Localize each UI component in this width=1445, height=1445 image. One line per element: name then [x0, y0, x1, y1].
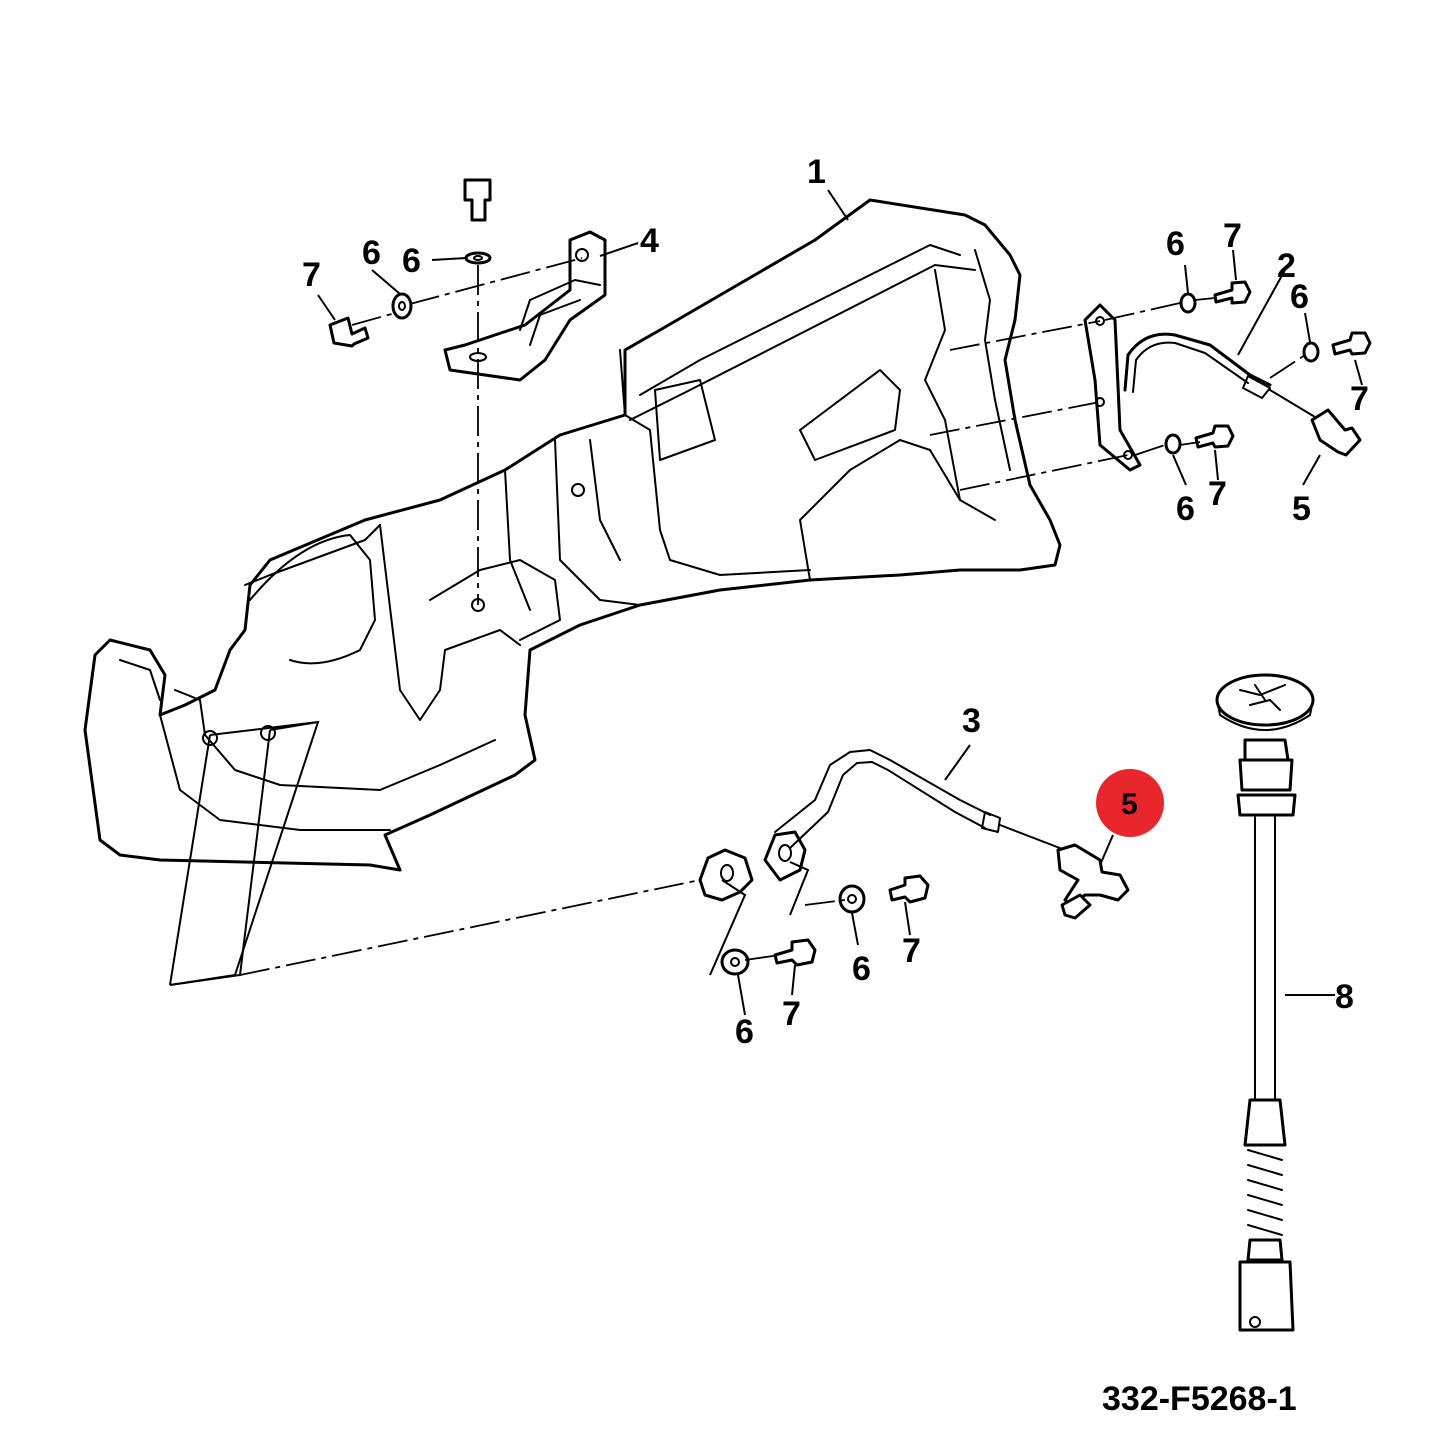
callout-6-right-low: 6	[1176, 490, 1195, 528]
mount-plate-right	[1083, 303, 1142, 472]
callout-7-right-low: 7	[1208, 475, 1227, 513]
washer-lower-left	[720, 948, 750, 976]
callout-3: 3	[962, 702, 981, 740]
callout-6-right-mid: 6	[1290, 278, 1309, 316]
callout-8: 8	[1335, 978, 1354, 1016]
callout-7-upper-left: 7	[302, 256, 321, 294]
washer-right-mid	[1302, 341, 1320, 363]
callout-2: 2	[1277, 247, 1296, 285]
callout-6-upper-center: 6	[402, 242, 421, 280]
mount-bracket-lower	[698, 830, 807, 902]
washer-upper-center	[464, 251, 492, 265]
bolt-lower-left	[773, 938, 817, 967]
figure-id: 332-F5268-1	[1102, 1380, 1297, 1418]
washer-right-low	[1164, 433, 1182, 455]
bolt-right-mid	[1331, 331, 1372, 356]
callout-7-right-top: 7	[1223, 217, 1242, 255]
bolt-right-top	[1213, 280, 1252, 305]
callout-5-highlight[interactable]: 5	[1096, 769, 1164, 837]
callout-1: 1	[807, 153, 826, 191]
callout-7-lower-mid: 7	[902, 932, 921, 970]
bolt-right-low	[1194, 424, 1235, 449]
center-lines	[239, 257, 1306, 976]
callout-6-upper-left: 6	[362, 234, 381, 272]
washer-right-top	[1179, 292, 1197, 314]
console-frame	[83, 198, 1062, 872]
callout-6-lower-mid: 6	[852, 950, 871, 988]
highlight-marker	[1096, 769, 1164, 837]
washer-upper-left	[391, 292, 413, 320]
callout-5-highlight-label: 5	[1121, 788, 1138, 821]
leader-lines	[169, 189, 1363, 1016]
rod-end-upper	[1310, 408, 1362, 457]
rod-part-3	[774, 749, 1066, 851]
callout-6-right-top: 6	[1166, 225, 1185, 263]
washer-lower-mid	[838, 884, 866, 914]
bolt-lower-mid	[888, 874, 930, 904]
bolt-upper-center	[463, 178, 492, 222]
rod-part-2	[1123, 332, 1321, 421]
rod-end-lower	[1056, 843, 1130, 920]
callout-4: 4	[640, 222, 659, 260]
cable-part-8	[1215, 673, 1315, 1332]
callout-5-upper: 5	[1292, 490, 1311, 528]
bolt-upper-left	[328, 316, 370, 348]
callout-7-lower-left: 7	[782, 995, 801, 1033]
callout-7-right-mid: 7	[1350, 380, 1369, 418]
bracket-part-4	[443, 230, 607, 382]
callout-6-lower-left: 6	[735, 1013, 754, 1051]
